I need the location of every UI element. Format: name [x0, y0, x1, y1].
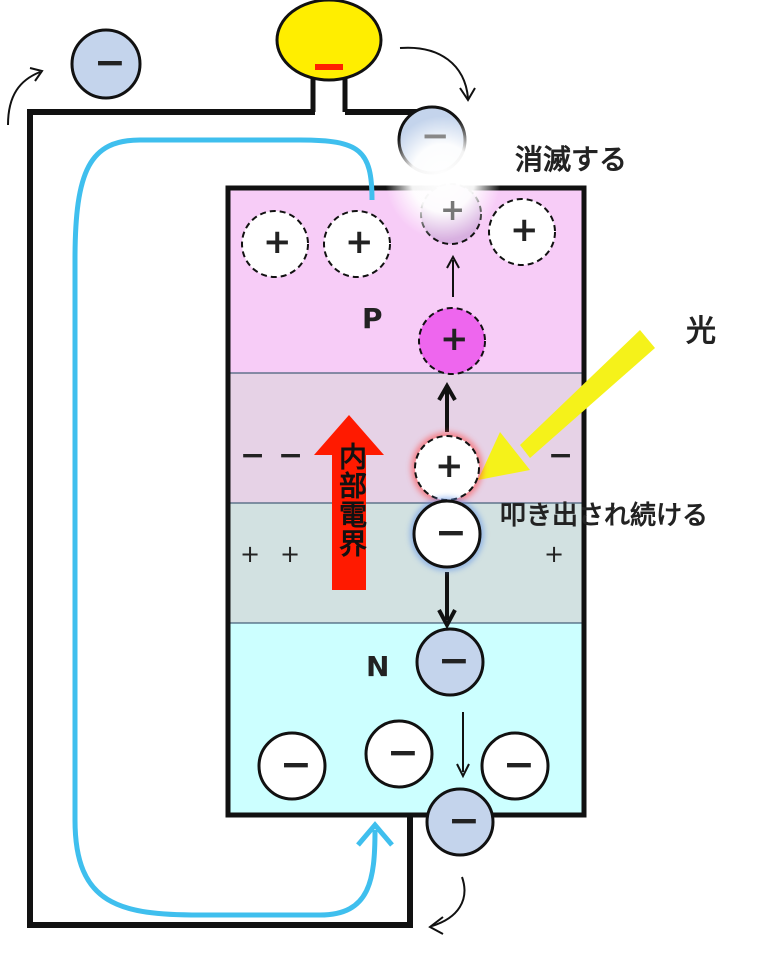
light-label: 光: [686, 314, 716, 349]
depletion-n-side: [228, 503, 584, 623]
hole-symbol: +: [510, 210, 539, 250]
annihilation-glow: [385, 116, 501, 240]
n-region-label: N: [366, 650, 390, 683]
electron-symbol: −: [448, 798, 480, 842]
circuit-wire: [27, 109, 413, 928]
electron-symbol: −: [438, 638, 470, 682]
electron-symbol: −: [435, 510, 467, 554]
depletion-p-side: [228, 373, 584, 503]
hole-symbol: +: [435, 446, 464, 486]
fixed-positive-ion: +: [544, 540, 565, 568]
hole-symbol: +: [440, 319, 469, 359]
fixed-positive-ion: +: [240, 540, 261, 568]
fixed-negative-ion: −: [240, 438, 266, 473]
generated-electron: [412, 499, 482, 569]
fixed-positive-ion: +: [280, 540, 301, 568]
hole-symbol: +: [345, 222, 374, 262]
hole: [488, 198, 556, 266]
flow-arrow-bottom: [431, 876, 466, 927]
annihilate-label: 消滅する: [515, 143, 628, 176]
p-region-label: P: [362, 302, 383, 335]
hole-symbol: +: [263, 222, 292, 262]
free-electron: [70, 28, 142, 100]
electron-symbol: −: [94, 40, 126, 84]
electron: [364, 719, 434, 789]
moving-hole: [418, 307, 486, 375]
electron-symbol: −: [503, 742, 535, 786]
internal-field-arrow: [314, 415, 384, 590]
current-path: [72, 137, 378, 918]
electron-symbol: −: [387, 730, 419, 774]
electron-symbol: −: [421, 116, 450, 156]
hole: [323, 210, 391, 278]
light-arrow: [478, 330, 655, 480]
fixed-negative-ion: −: [278, 438, 304, 473]
hole: [241, 210, 309, 278]
electron: [480, 731, 550, 801]
flow-arrow-top-right: [399, 46, 469, 99]
current-arrowhead: [356, 821, 394, 847]
electron: [257, 731, 327, 801]
free-electron: [425, 787, 495, 857]
ejected-label: 叩き出され続ける: [500, 501, 709, 531]
flow-arrow-top-left: [7, 71, 41, 126]
electron-symbol: −: [280, 742, 312, 786]
light-bulb: [275, 0, 383, 112]
hole-symbol: +: [440, 193, 466, 228]
internal-field-label: 内部電界: [335, 442, 368, 558]
free-electron: [415, 627, 485, 697]
fixed-negative-ion: −: [548, 438, 574, 473]
